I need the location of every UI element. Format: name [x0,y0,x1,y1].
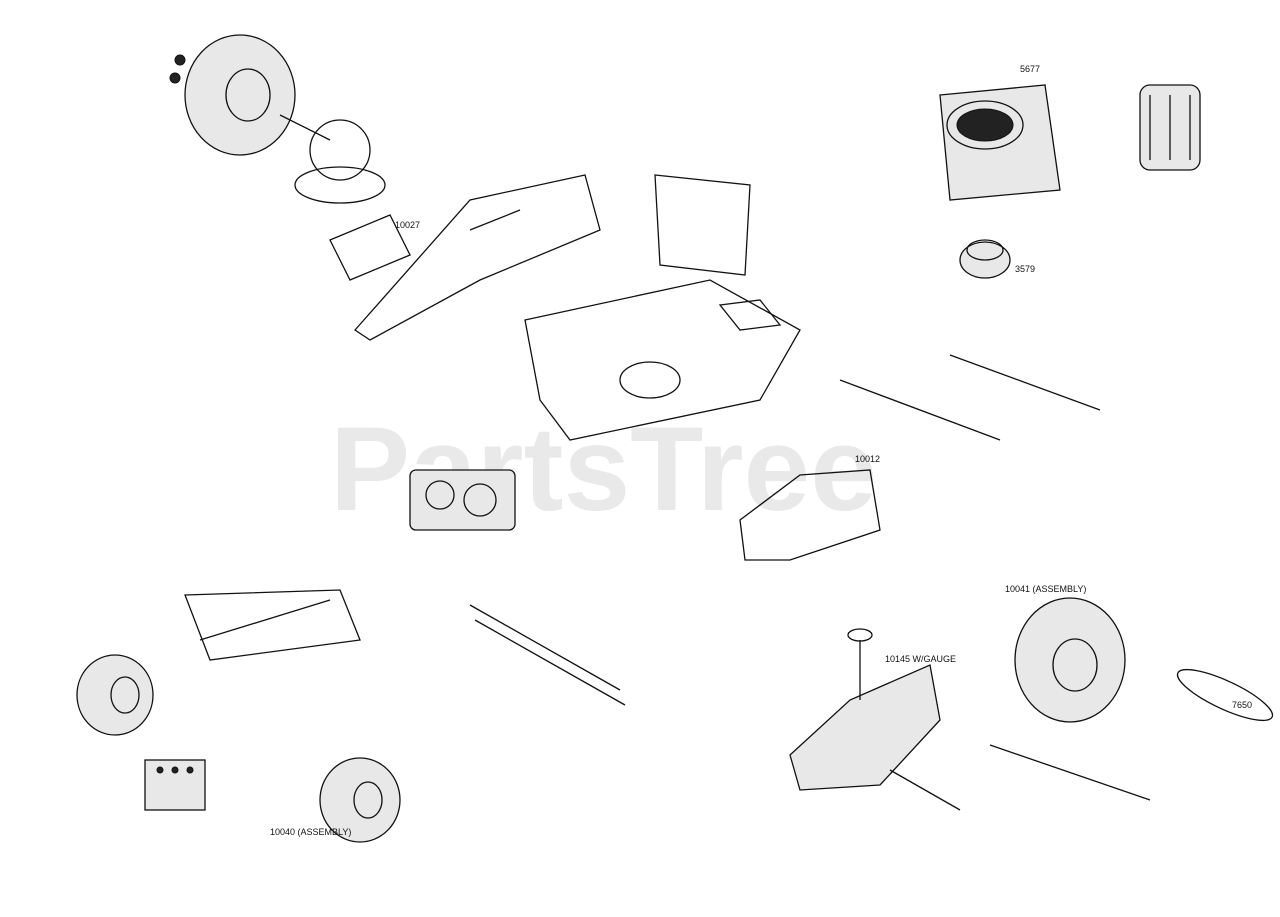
axle-sprocket [279,114,386,204]
front-wheel-assembly-label: 10040 (ASSEMBLY) [270,827,351,837]
main-chassis-plate [524,279,801,441]
fuel-tank: 10145 W/GAUGE [789,628,956,791]
front-axle-frame [184,589,361,661]
muffler-guard [1139,84,1201,171]
engine-label: 5677 [1020,64,1040,74]
rear-right-wheel: 10041 (ASSEMBLY) [1005,584,1126,723]
battery [144,759,206,811]
front-wheel-left [76,654,154,736]
frame-plate-label: 10027 [395,220,420,230]
shafts [469,354,1101,706]
seat-frame-label: 10012 [855,454,880,464]
clutch-pulley-label: 3579 [1015,264,1035,274]
frame-plate: 10027 [329,214,420,281]
left-frame-rail [354,174,601,341]
seat-frame-side-plate: 10012 [739,454,881,561]
transaxle [409,469,516,531]
front-wheel-lower: 10040 (ASSEMBLY) [270,757,401,843]
drive-belt: 7650 [1176,668,1274,722]
fuel-tank-label: 10145 W/GAUGE [885,654,956,664]
rear-frame-bracket [654,174,751,276]
rear-wheel-assembly-label: 10041 (ASSEMBLY) [1005,584,1086,594]
belt-label: 7650 [1232,700,1252,710]
lower-right-linkage [889,744,1151,811]
clutch-pulley: 3579 [959,239,1035,279]
engine: 5677 [939,64,1061,201]
rear-left-wheel [169,34,296,156]
